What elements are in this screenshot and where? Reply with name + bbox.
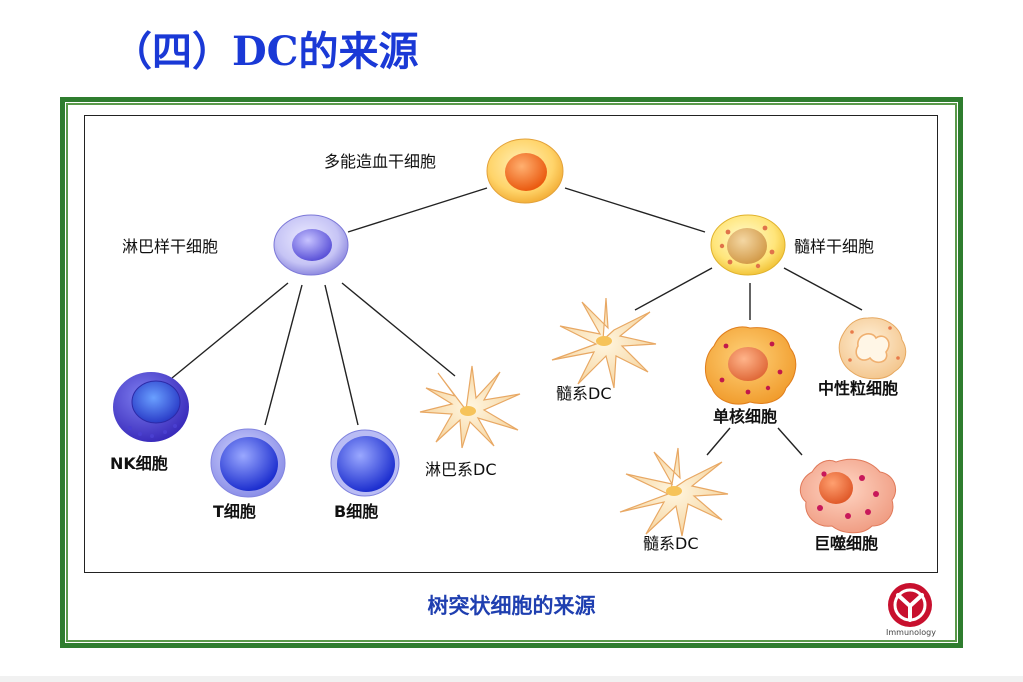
lymphoid-dc-cell: [419, 365, 521, 449]
connector-lymphoid-t: [264, 284, 303, 426]
label-hsc: 多能造血干细胞: [324, 152, 437, 171]
diagram-panel: [84, 115, 938, 573]
myeloid-dc-cell-1: [551, 297, 657, 389]
macrophage-cell: [799, 458, 896, 534]
hsc-cell: [486, 138, 564, 204]
connector-hsc-myeloid: [564, 187, 706, 233]
nk-cell: [113, 372, 189, 442]
label-lymphoid-stem: 淋巴样干细胞: [122, 237, 219, 256]
label-macrophage: 巨噬细胞: [814, 534, 879, 553]
b-cell: [330, 429, 400, 497]
neutrophil-cell: [838, 317, 907, 380]
immunology-logo: [888, 583, 932, 627]
label-nk: NK细胞: [110, 454, 168, 473]
label-myeloid-dc-2: 髓系DC: [643, 534, 699, 553]
logo-label: Immunology: [886, 628, 936, 637]
label-myeloid-stem: 髓样干细胞: [794, 237, 875, 256]
lymphoid-stem-cell: [273, 214, 349, 276]
myeloid-dc-cell-2: [619, 447, 729, 537]
connector-mono-dc: [706, 427, 731, 456]
connector-lymphoid-dc: [341, 282, 456, 377]
label-b-cell: B细胞: [334, 502, 379, 521]
slide-title: （四）DC的来源: [112, 28, 419, 75]
label-myeloid-dc-1: 髓系DC: [556, 384, 612, 403]
connector-hsc-lymphoid: [347, 187, 488, 233]
bottom-divider: [0, 676, 1023, 682]
connector-lines: [171, 187, 863, 456]
connector-mono-mac: [777, 427, 803, 456]
label-lymphoid-dc: 淋巴系DC: [425, 460, 497, 479]
monocyte-cell: [705, 326, 797, 405]
connector-lymphoid-nk: [171, 282, 289, 379]
figure-inner-border: [66, 103, 957, 642]
label-t-cell: T细胞: [213, 502, 256, 521]
connector-lymphoid-b: [324, 284, 359, 426]
myeloid-stem-cell: [710, 214, 786, 276]
t-cell: [210, 428, 286, 498]
connector-myeloid-dc: [634, 267, 713, 311]
label-monocyte: 单核细胞: [713, 407, 778, 426]
label-neutrophil: 中性粒细胞: [818, 379, 899, 398]
figure-caption: 树突状细胞的来源: [427, 594, 596, 618]
connector-myeloid-neut: [783, 267, 863, 311]
